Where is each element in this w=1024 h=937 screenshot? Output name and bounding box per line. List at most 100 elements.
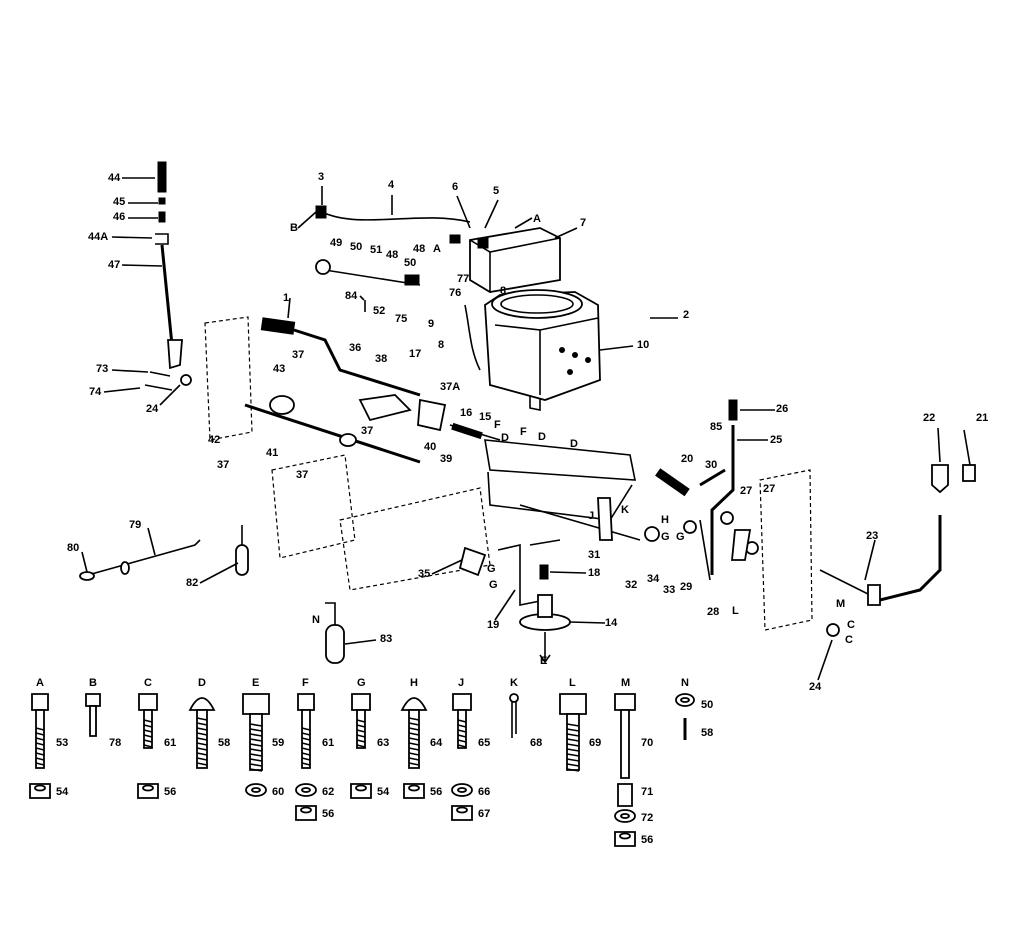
callout-c52: 52 [373,305,385,317]
hardware-part-M-72: 72 [641,812,653,824]
leader-lines [81,177,971,681]
callout-c9: 9 [428,318,434,330]
callout-c23: 23 [866,530,878,542]
callout-c24b: 24 [809,681,822,693]
callout-c17: 17 [409,348,421,360]
callout-cD2: D [538,431,546,443]
callout-c21: 21 [976,412,988,424]
hardware-part-G-63: 63 [377,737,389,749]
callout-c37a: 37 [217,459,229,471]
hardware-letter-K: K [510,677,518,689]
callout-c84: 84 [345,290,358,302]
hardware-part-C-61: 61 [164,737,176,749]
hardware-letter-C: C [144,677,152,689]
callout-c48b: 48 [413,243,425,255]
callout-c40: 40 [424,441,436,453]
hardware-part-D-58: 58 [218,737,230,749]
callout-cE1: E [540,655,547,667]
callout-c32: 32 [625,579,637,591]
callout-c76: 76 [449,287,461,299]
callout-c85: 85 [710,421,722,433]
callout-cK: K [621,504,629,516]
callout-c24a: 24 [146,403,159,415]
hardware-letter-D: D [198,677,206,689]
hardware-part-A-53: 53 [56,737,68,749]
hardware-part-M-70: 70 [641,737,653,749]
hardware-letter-H: H [410,677,418,689]
callout-c34: 34 [647,573,660,585]
callout-c44: 44 [108,172,121,184]
callout-c33: 33 [663,584,675,596]
lift-lever [244,317,501,464]
callout-c27a: 27 [740,485,752,497]
hardware-part-J-65: 65 [478,737,490,749]
hardware-part-F-62: 62 [322,786,334,798]
hardware-part-C-56: 56 [164,786,176,798]
callout-cG2: G [676,531,685,543]
callout-c28: 28 [707,606,719,618]
callout-c3: 3 [318,171,324,183]
callout-cG1: G [661,531,670,543]
callout-c27b: 27 [763,483,775,495]
callout-c8a: 8 [500,285,506,297]
callout-cF1: F [494,419,501,431]
callout-c4: 4 [388,179,395,191]
hardware-part-H-64: 64 [430,737,443,749]
callout-c22: 22 [923,412,935,424]
hardware-D: D 58 [188,677,230,769]
callout-c16: 16 [460,407,472,419]
hardware-letter-N: N [681,677,689,689]
hardware-part-E-60: 60 [272,786,284,798]
callout-c41: 41 [266,447,278,459]
hardware-letter-G: G [357,677,366,689]
callout-cC2: C [845,634,853,646]
callout-cL1: L [732,605,739,617]
callout-c75: 75 [395,313,407,325]
callout-c37b: 37 [292,349,304,361]
callout-c37e: 37 [296,469,308,481]
hardware-letter-A: A [36,677,44,689]
hardware-part-F-61: 61 [322,737,334,749]
callout-cA2: A [433,243,441,255]
hardware-letter-J: J [458,677,464,689]
callout-cG4: G [489,579,498,591]
callout-c42: 42 [208,434,220,446]
callout-c31: 31 [588,549,600,561]
callout-c48a: 48 [386,249,398,261]
callout-c18: 18 [588,567,600,579]
callout-cH: H [661,514,669,526]
hardware-part-N-50: 50 [701,699,713,711]
callout-c82: 82 [186,577,198,589]
callout-cD3: D [570,438,578,450]
callout-cA1: A [533,213,541,225]
callout-c35: 35 [418,568,430,580]
transmission-linkage [458,497,697,664]
callout-c43: 43 [273,363,285,375]
hardware-letter-B: B [89,677,97,689]
callout-c83: 83 [380,633,392,645]
hardware-part-L-69: 69 [589,737,601,749]
callout-c44a: 44A [88,231,108,243]
callout-c46: 46 [113,211,125,223]
callout-cC1: C [847,619,855,631]
hardware-letter-F: F [302,677,309,689]
callout-c50b: 50 [404,257,416,269]
callout-cJ: J [588,510,594,522]
hardware-part-J-67: 67 [478,808,490,820]
callout-cG3: G [487,563,496,575]
callout-c10: 10 [637,339,649,351]
callout-c73: 73 [96,363,108,375]
callout-c15: 15 [479,411,491,423]
callout-c25: 25 [770,434,782,446]
callout-c6: 6 [452,181,458,193]
callout-c39: 39 [440,453,452,465]
hardware-letter-M: M [621,677,630,689]
shift-lever [144,161,192,391]
